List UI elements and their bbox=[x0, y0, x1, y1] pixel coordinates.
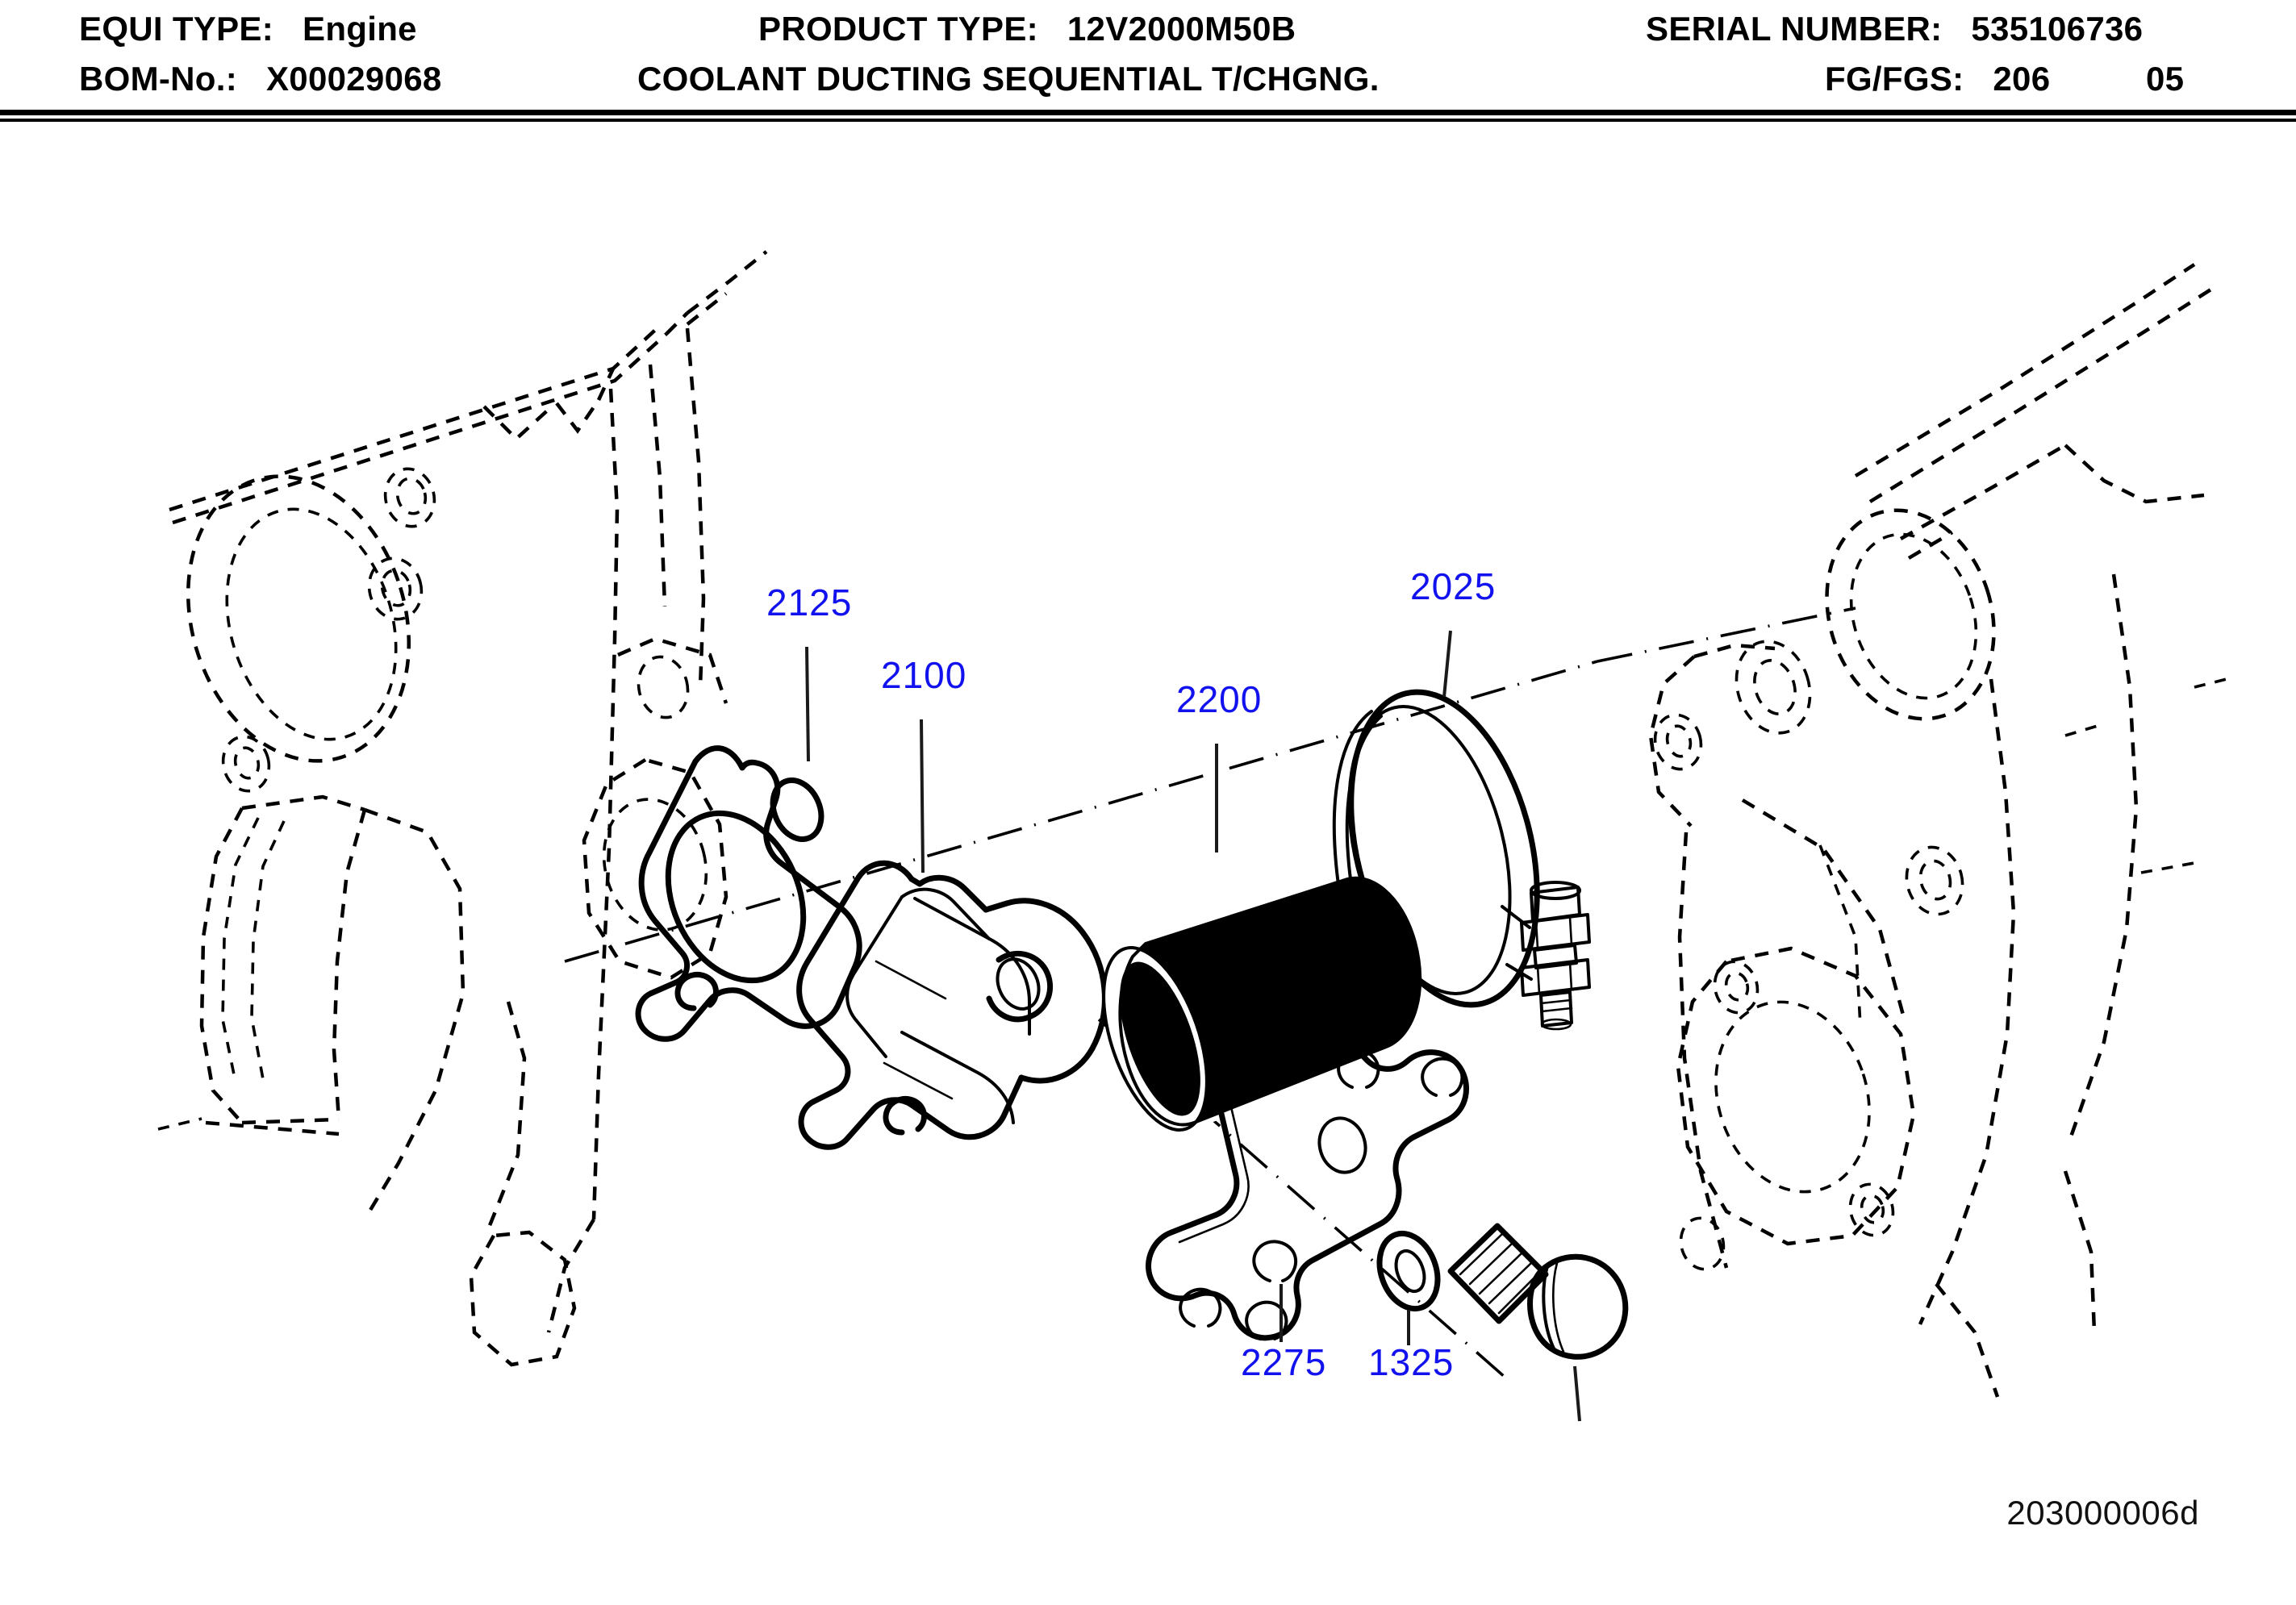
bom-number-field: BOM-No.: X00029068 bbox=[79, 53, 442, 105]
assembly-description: COOLANT DUCTING SEQUENTIAL T/CHGNG. bbox=[637, 60, 1380, 98]
callout-2025[interactable]: 2025 bbox=[1410, 565, 1497, 607]
serial-number-label: SERIAL NUMBER: bbox=[1646, 10, 1943, 48]
clamp-tension-bolt bbox=[1520, 881, 1591, 1031]
product-type-field: PRODUCT TYPE: 12V2000M50B bbox=[758, 3, 1296, 55]
fg-field: FG/FGS: 206 bbox=[1825, 53, 2050, 105]
fg-label: FG/FGS: bbox=[1825, 60, 1964, 98]
fg-value: 206 bbox=[1993, 60, 2051, 98]
callout-1325[interactable]: 1325 bbox=[1368, 1341, 1455, 1383]
callout-2200[interactable]: 2200 bbox=[1176, 678, 1263, 720]
header-rule-thin bbox=[0, 119, 2296, 122]
product-type-label: PRODUCT TYPE: bbox=[758, 10, 1038, 48]
header-row-2: BOM-No.: X00029068 COOLANT DUCTING SEQUE… bbox=[0, 53, 2296, 105]
callout-2275[interactable]: 2275 bbox=[1241, 1341, 1327, 1383]
serial-number-value: 535106736 bbox=[1971, 10, 2144, 48]
hex-bolt[interactable] bbox=[1447, 1223, 1629, 1360]
bom-number-label: BOM-No.: bbox=[79, 60, 238, 98]
drawing-number: 203000006d bbox=[2006, 1494, 2199, 1532]
leader-lines bbox=[805, 630, 1581, 1422]
header-rule-thick bbox=[0, 110, 2296, 115]
product-type-value: 12V2000M50B bbox=[1067, 10, 1296, 48]
technical-drawing-svg: .solid { fill:none; stroke:#000; stroke-… bbox=[157, 250, 2227, 1422]
bom-number-value: X00029068 bbox=[265, 60, 442, 98]
callout-2100[interactable]: 2100 bbox=[881, 654, 967, 696]
title-block-header: EQUI TYPE: Engine PRODUCT TYPE: 12V2000M… bbox=[0, 0, 2296, 123]
assembly-centerline bbox=[564, 607, 1856, 963]
part-2025-hose-clamp[interactable] bbox=[1321, 673, 1591, 1031]
equi-type-value: Engine bbox=[303, 10, 417, 48]
part-2200-rubber-hose[interactable] bbox=[1083, 868, 1426, 1143]
fgs-value: 05 bbox=[2146, 60, 2185, 98]
equi-type-label: EQUI TYPE: bbox=[79, 10, 274, 48]
callout-2125[interactable]: 2125 bbox=[766, 582, 853, 623]
equi-type-field: EQUI TYPE: Engine bbox=[79, 3, 417, 55]
part-2100-coolant-elbow[interactable] bbox=[796, 860, 1108, 1150]
part-2275-support-bracket[interactable] bbox=[1146, 1032, 1469, 1341]
right-engine-housing bbox=[1648, 263, 2227, 1398]
part-1325-washer[interactable] bbox=[1370, 1225, 1448, 1316]
part-2125-gasket[interactable] bbox=[635, 745, 862, 1042]
exploded-parts-diagram: .solid { fill:none; stroke:#000; stroke-… bbox=[0, 123, 2296, 1605]
serial-number-field: SERIAL NUMBER: 535106736 bbox=[1646, 3, 2143, 55]
left-engine-housing bbox=[157, 250, 768, 1367]
header-row-1: EQUI TYPE: Engine PRODUCT TYPE: 12V2000M… bbox=[0, 3, 2296, 55]
